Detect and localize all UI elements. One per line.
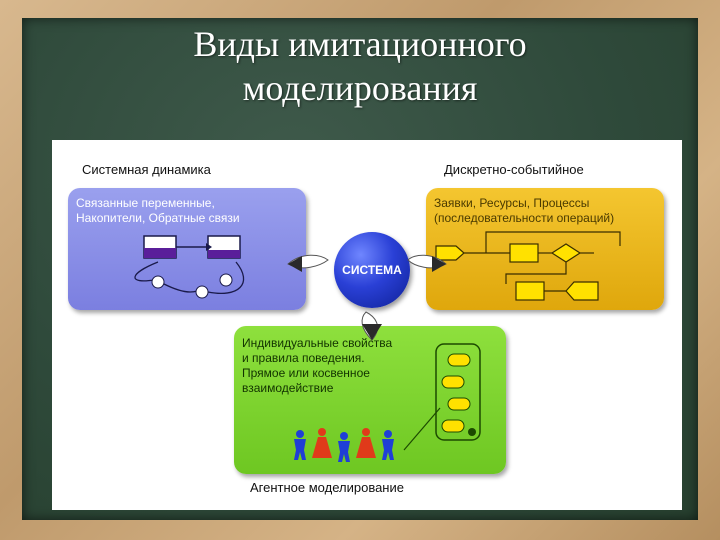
system-dynamics-box: Связанные переменные, Накопители, Обратн… [68, 188, 306, 310]
system-dynamics-text-line-2: Накопители, Обратные связи [76, 211, 240, 225]
auxiliary-2 [195, 285, 209, 299]
agent-figures [294, 428, 394, 462]
agent-red-1 [312, 428, 332, 458]
state-2 [441, 375, 465, 389]
stock-flow-diagram [134, 235, 245, 299]
stock-1-level [144, 248, 176, 258]
auxiliary-3 [219, 273, 233, 287]
stock-2-level [208, 250, 240, 258]
agent-blue-2 [338, 432, 350, 462]
bypass-line [485, 231, 621, 253]
system-dynamics-heading: Системная динамика [82, 162, 211, 177]
discrete-event-text: Заявки, Ресурсы, Процессы (последователь… [434, 196, 614, 226]
agent-red-2 [356, 428, 376, 458]
agent-diagram [294, 343, 481, 462]
discrete-event-text-line-2: (последовательности операций) [434, 211, 615, 225]
state-1 [447, 353, 471, 367]
agent-based-heading: Агентное моделирование [250, 480, 404, 495]
arrow-to-discrete-event [407, 254, 447, 272]
flow-arrowhead [206, 243, 212, 251]
agent-based-text-line-2: и правила поведения. [242, 351, 365, 365]
agent-based-text: Индивидуальные свойства и правила поведе… [242, 336, 392, 396]
agent-based-box: Индивидуальные свойства и правила поведе… [234, 326, 506, 474]
discrete-event-box: Заявки, Ресурсы, Процессы (последователь… [426, 188, 664, 310]
agent-based-text-line-3: Прямое или косвенное [242, 366, 370, 380]
branch-line [505, 262, 567, 284]
feedback-link-3 [207, 261, 245, 294]
auxiliary-1 [151, 275, 165, 289]
title-line-2: моделирования [242, 68, 478, 108]
system-dynamics-text-line-1: Связанные переменные, [76, 196, 215, 210]
statechart-frame [435, 343, 481, 441]
discrete-event-heading: Дискретно-событийное [444, 162, 584, 177]
discrete-event-text-line-1: Заявки, Ресурсы, Процессы [434, 196, 590, 210]
sink-block [565, 281, 599, 301]
system-sphere: СИСТЕМА [334, 232, 410, 308]
feedback-link-1 [134, 261, 159, 282]
agent-based-text-line-4: взаимодействие [242, 381, 334, 395]
agent-blue-3 [382, 430, 394, 460]
connector-arrows [287, 254, 447, 341]
title-line-1: Виды имитационного [193, 24, 527, 64]
slide-title: Виды имитационного моделирования [22, 22, 698, 110]
agent-blue-1 [294, 430, 306, 460]
agent-link [403, 407, 441, 451]
state-3 [447, 397, 471, 411]
final-state [468, 428, 476, 436]
arrow-to-system-dynamics [287, 254, 329, 272]
state-4 [441, 419, 465, 433]
system-dynamics-text: Связанные переменные, Накопители, Обратн… [76, 196, 240, 226]
agent-based-text-line-1: Индивидуальные свойства [242, 336, 393, 350]
diagram-panel: Системная динамика Дискретно-событийное … [52, 140, 682, 510]
arrow-to-agent-based [361, 311, 382, 341]
